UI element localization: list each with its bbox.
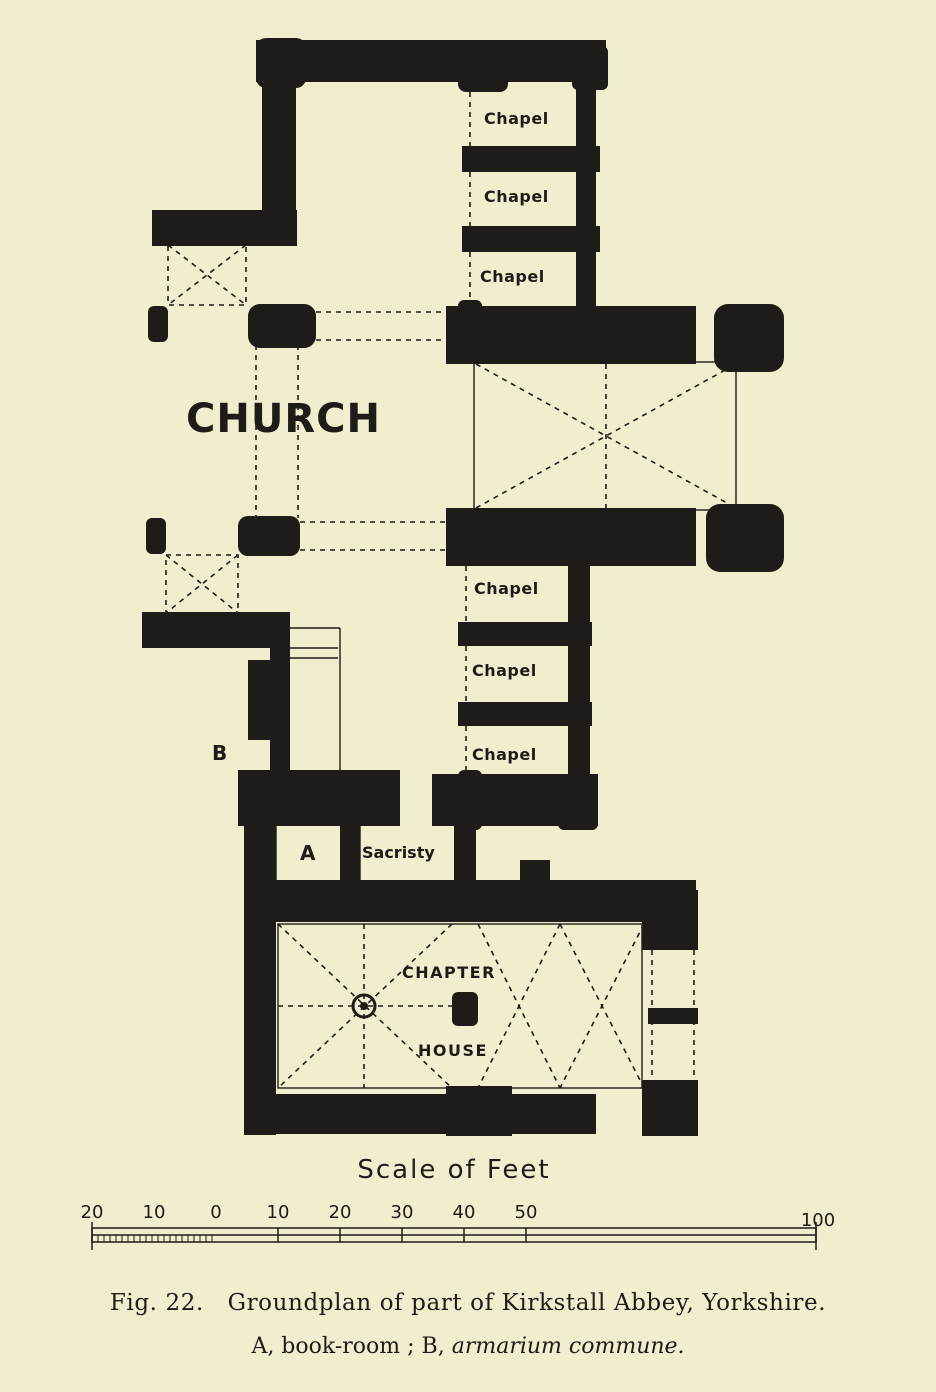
- scale-tick-label: 20: [329, 1202, 352, 1223]
- chapel-label-3: Chapel: [480, 267, 545, 286]
- label-a: A: [300, 841, 316, 865]
- outline-lines: [275, 361, 737, 1089]
- scale-tick-label: 50: [515, 1202, 538, 1223]
- central-pillar-core: [360, 1002, 368, 1010]
- chapel-label-2: Chapel: [484, 187, 549, 206]
- vault-lines: [165, 92, 737, 1089]
- figure-caption: Fig. 22. Groundplan of part of Kirkstall…: [0, 1290, 936, 1316]
- chapel-label-1: Chapel: [484, 109, 549, 128]
- chapel-label-5: Chapel: [472, 661, 537, 680]
- scale-tick-label: 20: [81, 1202, 104, 1223]
- scale-tick-label: 40: [453, 1202, 476, 1223]
- scale-tick-label: 10: [143, 1202, 166, 1223]
- chapel-label-6: Chapel: [472, 745, 537, 764]
- figure-title: Groundplan of part of Kirkstall Abbey, Y…: [227, 1290, 827, 1316]
- central-pillar: [351, 993, 377, 1019]
- scale-tick-label: 30: [391, 1202, 414, 1223]
- figure-number: Fig. 22.: [109, 1290, 204, 1316]
- scale-tick-label: 10: [267, 1202, 290, 1223]
- church-label: CHURCH: [186, 396, 381, 442]
- key-b: B,: [421, 1334, 445, 1359]
- scale-tick-label: 0: [210, 1202, 221, 1223]
- walls: [142, 38, 784, 1136]
- key-b-italic: armarium commune.: [451, 1334, 685, 1359]
- groundplan-diagram: Chapel Chapel Chapel CHURCH Chapel Chape…: [81, 38, 836, 1250]
- scale-tick-label: 100: [801, 1210, 835, 1231]
- scale-bar: [91, 1222, 817, 1250]
- scale-tick-labels: 20 10 0 10 20 30 40 50 100: [81, 1202, 836, 1231]
- figure-key: A, book-room ; B, armarium commune.: [0, 1334, 936, 1359]
- scale-title: Scale of Feet: [357, 1155, 550, 1185]
- chapter-label: CHAPTER: [402, 963, 496, 982]
- chapel-label-4: Chapel: [474, 579, 539, 598]
- key-a: A, book-room ;: [251, 1334, 415, 1359]
- label-b: B: [212, 741, 227, 765]
- house-label: HOUSE: [418, 1041, 488, 1060]
- sacristy-label: Sacristy: [362, 843, 435, 862]
